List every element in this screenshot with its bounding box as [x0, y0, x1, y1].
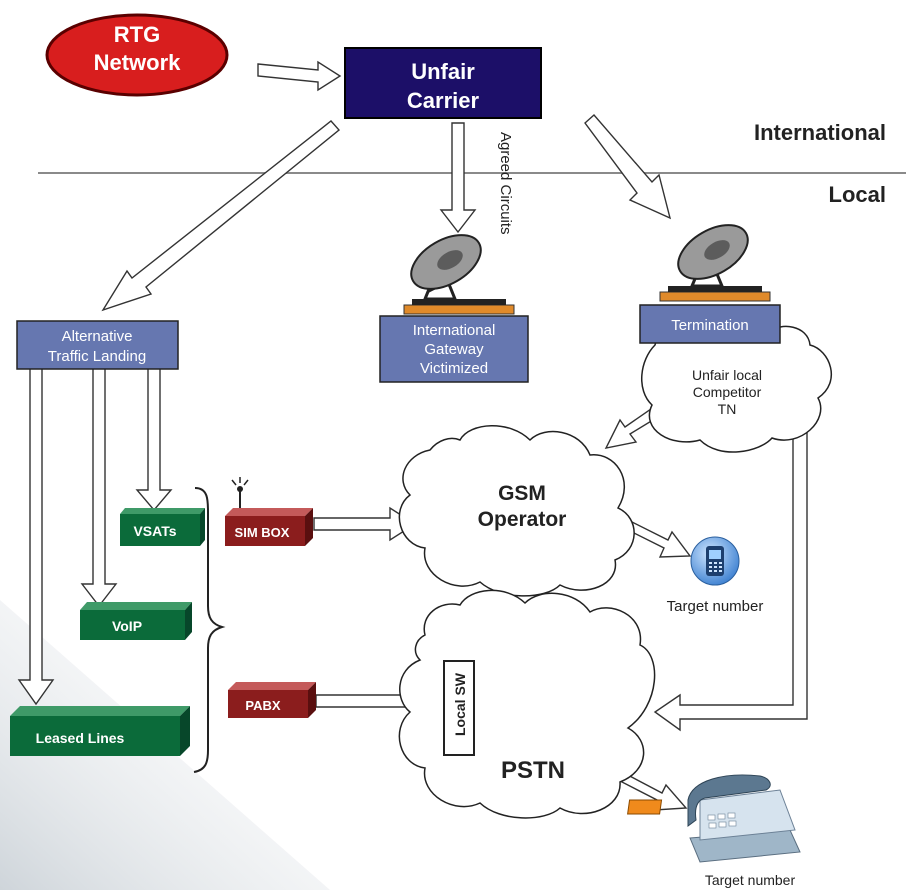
competitor-label-1: Unfair local [692, 367, 762, 383]
rtg-label-1: RTG [114, 22, 160, 47]
arrow-alt-to-leased [17, 357, 55, 706]
competitor-label-3: TN [718, 401, 737, 417]
leased-label: Leased Lines [36, 730, 125, 746]
carrier-label-2: Carrier [407, 88, 480, 113]
target-phone-label: Target number [705, 872, 796, 888]
arrow-rtg-to-carrier [257, 60, 342, 92]
rtg-label-2: Network [94, 50, 182, 75]
arrow-carrier-to-termination [584, 114, 672, 220]
local-switch-node [443, 660, 475, 756]
alt-label-1: Alternative [62, 328, 133, 345]
leased-lines-node: Leased Lines [10, 706, 190, 756]
unfair-carrier-node [344, 47, 542, 119]
igw-label-1: International [413, 322, 496, 339]
arrow-alt-to-vsats [135, 357, 173, 512]
alt-label-2: Traffic Landing [48, 348, 146, 365]
competitor-label-2: Competitor [693, 384, 762, 400]
international-label: International [754, 120, 886, 145]
voip-node: VoIP [80, 602, 192, 640]
target-mobile-label: Target number [667, 598, 764, 615]
arrow-carrier-to-gateway [439, 122, 477, 234]
local-sw-label: Local SW [452, 672, 468, 736]
mobile-phone-icon [690, 536, 740, 586]
pstn-label: PSTN [501, 757, 565, 784]
arrow-competitor-to-pstn [653, 424, 808, 732]
simbox-label: SIM BOX [235, 525, 290, 540]
arrow-carrier-to-alt [101, 120, 341, 312]
simbox-node: SIM BOX [225, 508, 313, 546]
gsm-label-1: GSM [498, 482, 546, 505]
satellite-dish-icon [659, 224, 771, 302]
arrow-pstn-to-phone [619, 772, 688, 811]
pabx-node: PABX [228, 682, 316, 718]
intl-gateway-node [379, 315, 529, 383]
vsats-node: VSATs [120, 508, 205, 546]
rtg-network-node [45, 13, 229, 97]
desk-phone-icon [627, 774, 801, 863]
igw-label-3: Victimized [420, 360, 488, 377]
pstn-cloud [398, 589, 656, 819]
carrier-label-1: Unfair [411, 59, 475, 84]
igw-label-2: Gateway [424, 341, 484, 358]
alt-traffic-landing-node [16, 320, 179, 370]
satellite-dish-icon [403, 234, 515, 315]
gsm-cloud [398, 425, 635, 597]
voip-label: VoIP [112, 618, 142, 634]
pabx-label: PABX [245, 698, 280, 713]
agreed-circuits-label: Agreed Circuits [497, 132, 514, 235]
termination-node [639, 304, 781, 344]
brace [193, 487, 226, 773]
termination-label: Termination [671, 317, 749, 334]
gsm-label-2: Operator [478, 508, 567, 531]
arrow-alt-to-voip [80, 357, 118, 608]
local-label: Local [829, 182, 886, 207]
vsats-label: VSATs [133, 523, 176, 539]
antenna-icon [231, 477, 249, 508]
